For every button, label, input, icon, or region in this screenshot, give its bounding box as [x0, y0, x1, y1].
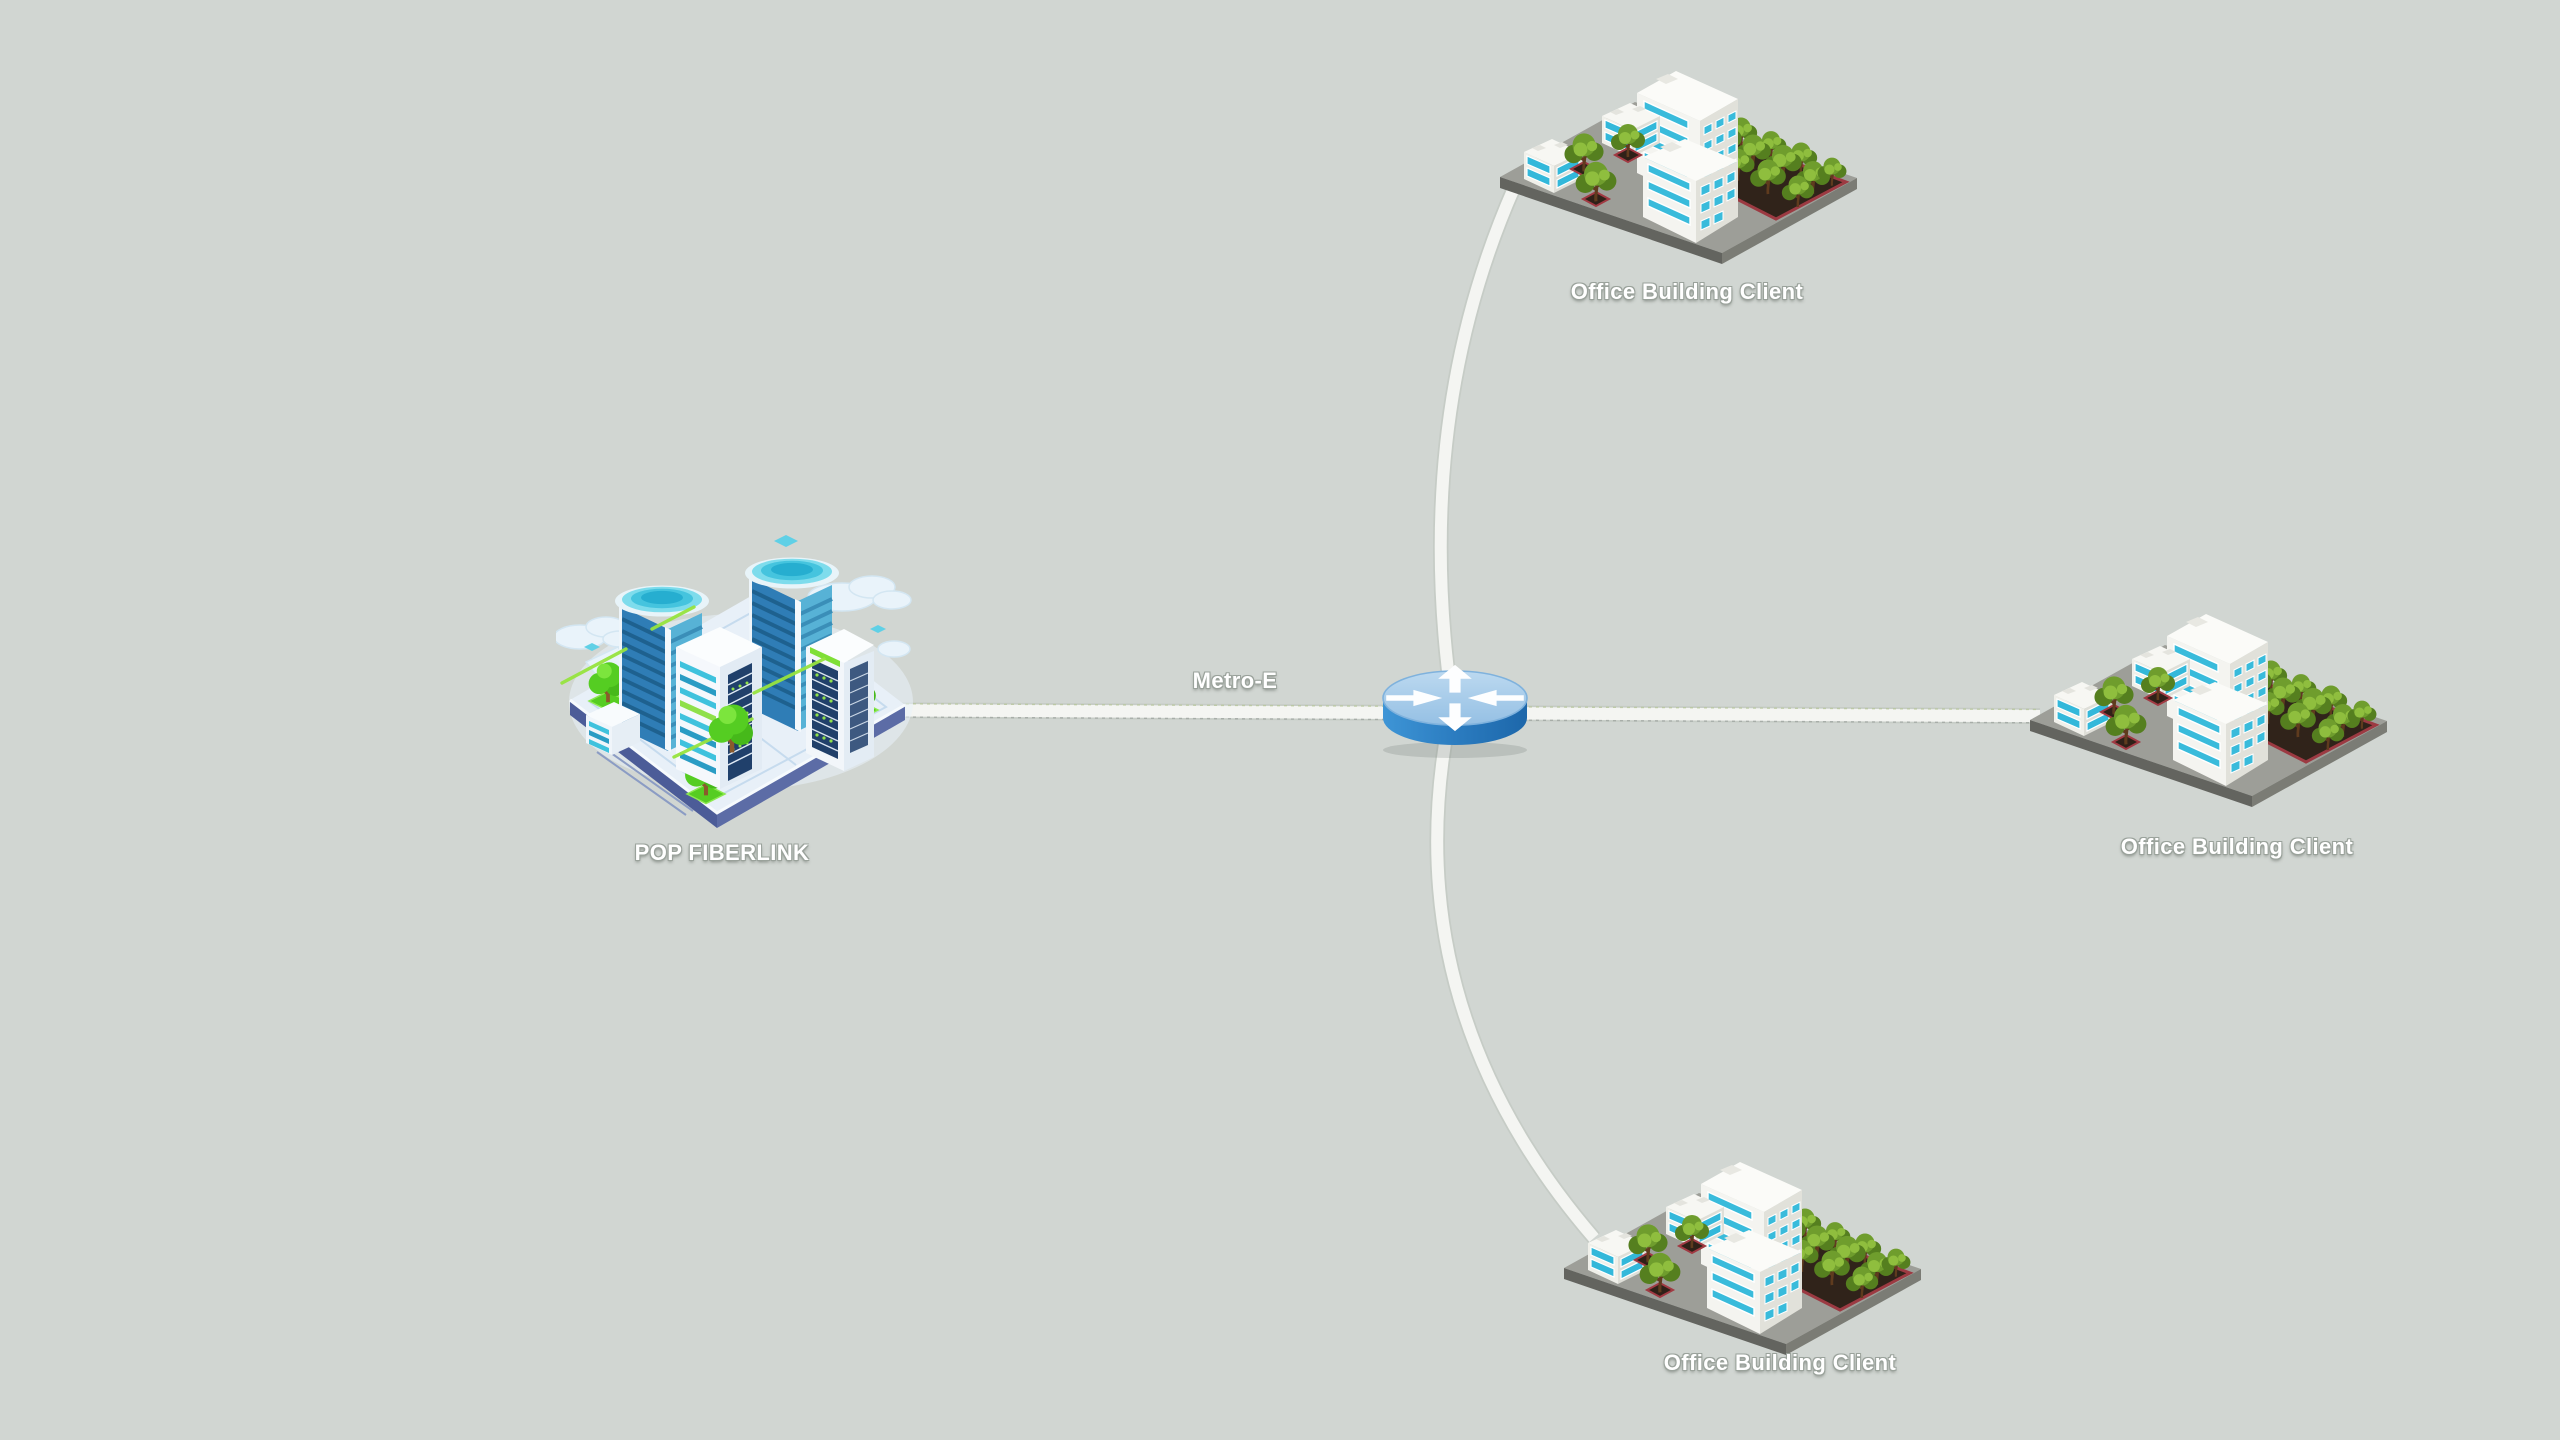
- router-icon: [1375, 658, 1535, 760]
- node-label-client-top: Office Building Client: [1570, 279, 1804, 304]
- office-building-illustration: [2028, 598, 2388, 810]
- node-client-right[interactable]: [2028, 598, 2388, 810]
- office-building-illustration: [1562, 1146, 1922, 1358]
- link-router-client-bottom[interactable]: [1429, 724, 1600, 1244]
- pop-building-illustration: [556, 497, 916, 831]
- office-building-illustration: [1498, 55, 1858, 267]
- node-router[interactable]: [1375, 658, 1535, 760]
- link-label-metro-e: Metro-E: [1192, 668, 1278, 693]
- link-router-client-top[interactable]: [1432, 184, 1522, 704]
- node-client-bottom[interactable]: [1562, 1146, 1922, 1358]
- node-client-top[interactable]: [1498, 55, 1858, 267]
- node-label-client-bottom: Office Building Client: [1663, 1350, 1897, 1375]
- node-pop-fiberlink[interactable]: [556, 497, 916, 831]
- node-label-pop: POP FIBERLINK: [634, 840, 810, 865]
- node-label-client-right: Office Building Client: [2120, 834, 2354, 859]
